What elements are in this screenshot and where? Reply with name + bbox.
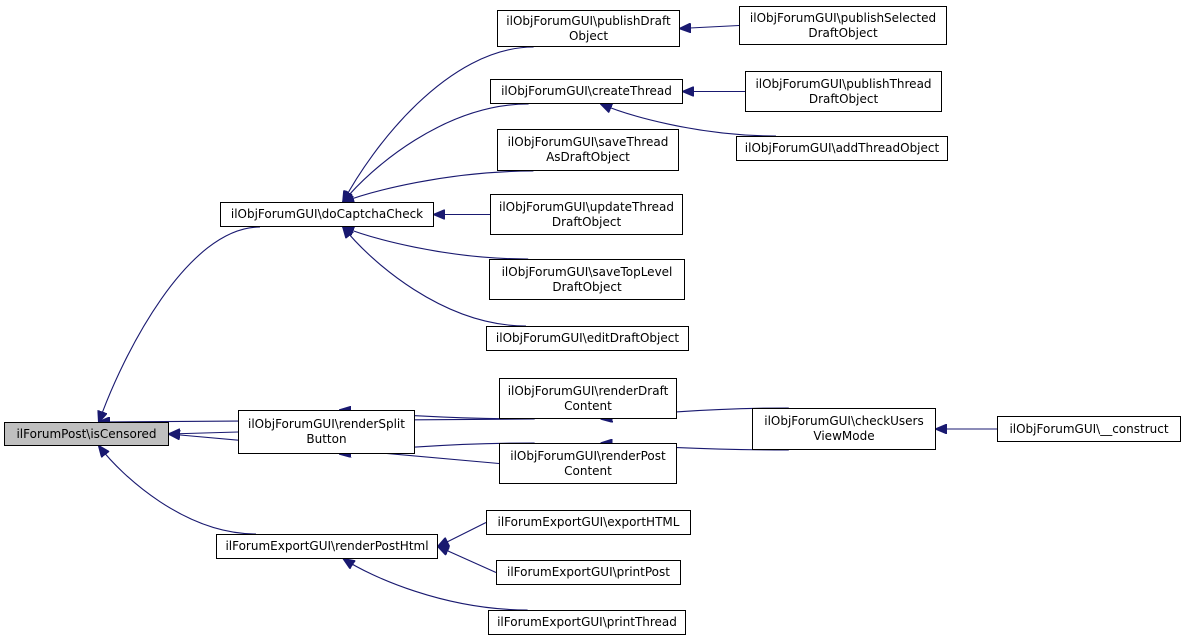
node-label-line1: ilObjForumGUI\publishSelected xyxy=(749,10,937,25)
node-createthread[interactable]: ilObjForumGUI\createThread xyxy=(490,79,683,104)
node-docaptchacheck[interactable]: ilObjForumGUI\doCaptchaCheck xyxy=(220,202,434,227)
node-label-line2: DraftObject xyxy=(808,25,878,40)
node-label-line2: Button xyxy=(306,432,347,446)
node-label: ilForumExportGUI\renderPostHtml xyxy=(225,539,429,553)
edge-saveThreadAsDraftObject-to-doCaptchaCheck xyxy=(343,170,534,202)
node-label-line1: ilObjForumGUI\renderPost xyxy=(510,448,666,463)
node-checkusersviewmode[interactable]: ilObjForumGUI\checkUsers ViewMode xyxy=(752,408,936,450)
node-label-line1: ilObjForumGUI\checkUsers xyxy=(764,414,924,428)
edge-printPost-to-renderPostHtml xyxy=(438,547,497,574)
node-label: ilForumExportGUI\printThread xyxy=(497,615,677,629)
node-label: ilForumExportGUI\printPost xyxy=(507,565,670,579)
edge-saveTopLevelDraftObject-to-doCaptchaCheck xyxy=(343,227,529,260)
edge-editDraftObject-to-doCaptchaCheck xyxy=(343,227,527,327)
node-label-line2: DraftObject xyxy=(551,214,622,229)
node-label: ilForumExportGUI\exportHTML xyxy=(497,515,680,529)
node-label-line1: ilObjForumGUI\renderDraft xyxy=(507,383,669,398)
node-addthreadobject[interactable]: ilObjForumGUI\addThreadObject xyxy=(736,136,948,161)
node-label-line2: Content xyxy=(564,398,612,413)
edge-renderSplitButton-to-isCensored xyxy=(169,432,239,434)
node-label: ilObjForumGUI\createThread xyxy=(501,84,672,98)
node-publishselecteddraftobject[interactable]: ilObjForumGUI\publishSelected DraftObjec… xyxy=(739,6,947,45)
node-savethreadasdraftobject[interactable]: ilObjForumGUI\saveThread AsDraftObject xyxy=(497,129,679,171)
node-label-line1: ilObjForumGUI\saveTopLevel xyxy=(501,264,673,279)
node-label-line2: DraftObject xyxy=(552,279,622,294)
node-savetopleveldraftobject[interactable]: ilObjForumGUI\saveTopLevel DraftObject xyxy=(489,259,685,300)
node-publishthreaddraftobject[interactable]: ilObjForumGUI\publishThread DraftObject xyxy=(745,71,942,112)
edge-addThreadObject-to-createThread xyxy=(601,104,777,137)
node-renderposthtml[interactable]: ilForumExportGUI\renderPostHtml xyxy=(216,534,438,559)
node-publishdraftobject[interactable]: ilObjForumGUI\publishDraft Object xyxy=(497,10,680,47)
node-ilforumpost-iscensored: ilForumPost\isCensored xyxy=(4,422,169,446)
node-label-line1: ilObjForumGUI\updateThread xyxy=(498,199,674,214)
edge-exportHTML-to-renderPostHtml xyxy=(438,522,487,547)
node-label: ilObjForumGUI\addThreadObject xyxy=(744,141,940,155)
node-construct[interactable]: ilObjForumGUI\__construct xyxy=(997,416,1181,442)
node-exporthtml[interactable]: ilForumExportGUI\exportHTML xyxy=(486,510,691,535)
edge-renderPostHtml-to-isCensored xyxy=(99,446,257,535)
edge-printThread-to-renderPostHtml xyxy=(344,559,528,611)
edge-publishDraftObject-to-doCaptchaCheck xyxy=(343,46,534,202)
node-printthread[interactable]: ilForumExportGUI\printThread xyxy=(488,610,686,635)
node-label-line1: ilObjForumGUI\saveThread xyxy=(507,135,669,149)
node-label-line2: DraftObject xyxy=(808,91,879,106)
edge-publishSelectedDraftObject-to-publishDraftObject xyxy=(680,26,740,29)
node-label: ilObjForumGUI\doCaptchaCheck xyxy=(230,207,424,221)
edge-doCaptchaCheck-to-isCensored xyxy=(99,226,261,422)
edge-createThread-to-doCaptchaCheck xyxy=(343,103,529,202)
node-updatethreaddraftobject[interactable]: ilObjForumGUI\updateThread DraftObject xyxy=(490,194,683,235)
node-label-line2: ViewMode xyxy=(813,429,875,443)
node-label-line2: Content xyxy=(564,463,612,478)
node-label-line1: ilObjForumGUI\renderSplit xyxy=(248,417,405,431)
node-label: ilObjForumGUI\editDraftObject xyxy=(495,331,680,345)
node-label: ilForumPost\isCensored xyxy=(16,426,157,441)
node-label-line1: ilObjForumGUI\publishThread xyxy=(755,76,932,91)
node-label-line2: Object xyxy=(568,28,609,43)
node-printpost[interactable]: ilForumExportGUI\printPost xyxy=(496,560,681,585)
node-renderpostcontent[interactable]: ilObjForumGUI\renderPost Content xyxy=(499,443,677,484)
node-label-line2: AsDraftObject xyxy=(546,150,630,164)
node-label: ilObjForumGUI\__construct xyxy=(1009,421,1169,436)
node-rendersplitbutton[interactable]: ilObjForumGUI\renderSplit Button xyxy=(238,410,415,454)
node-editdraftobject[interactable]: ilObjForumGUI\editDraftObject xyxy=(486,326,689,351)
node-label-line1: ilObjForumGUI\publishDraft xyxy=(506,13,671,28)
node-renderdraftcontent[interactable]: ilObjForumGUI\renderDraft Content xyxy=(499,378,677,419)
